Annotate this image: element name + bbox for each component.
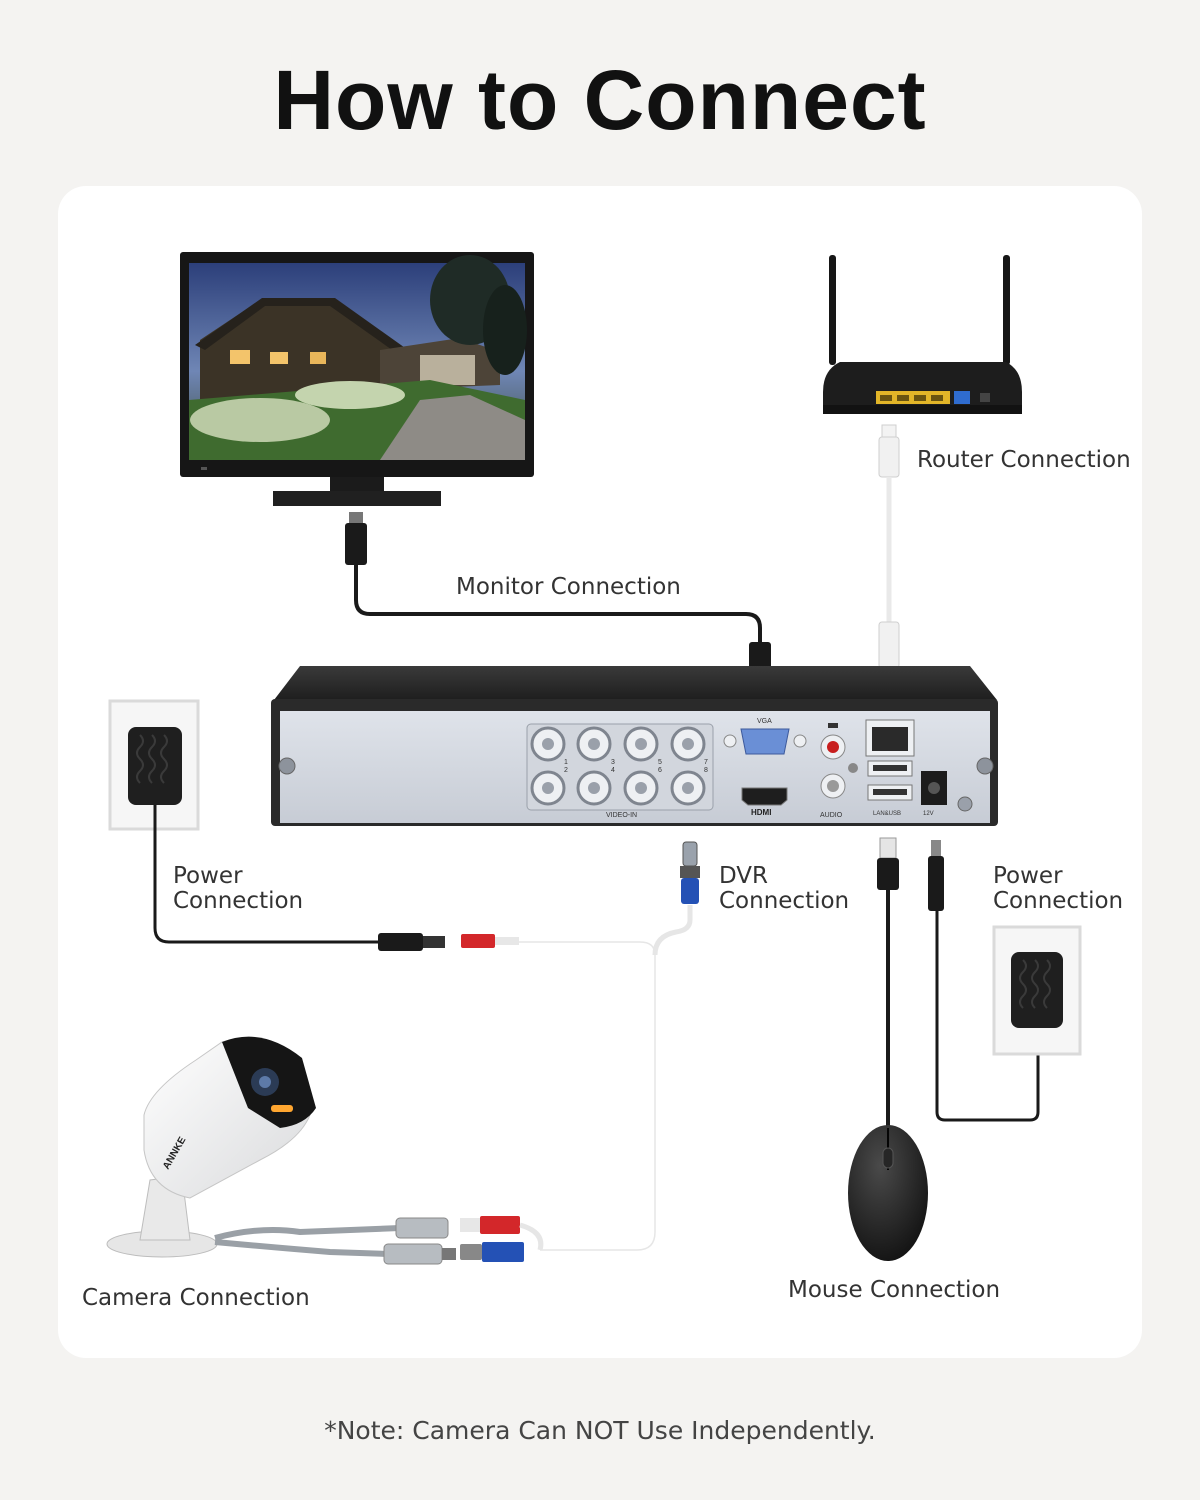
mouse-connection-label: Mouse Connection	[788, 1277, 1001, 1303]
power-adapter-left-icon	[108, 699, 445, 951]
monitor-icon	[180, 252, 534, 506]
power-adapter-right-icon	[928, 840, 1082, 1122]
ethernet-cable	[878, 424, 900, 683]
power-connection-left-label: Power Connection	[173, 864, 303, 914]
power-port-label: 12V	[923, 811, 934, 817]
router-connection-label: Router Connection	[917, 447, 1131, 473]
camera-icon: ANNKE	[106, 1036, 544, 1265]
channel-number: 2	[564, 767, 568, 774]
channel-number: 5	[658, 759, 662, 766]
hdmi-label: HDMI	[751, 808, 771, 817]
monitor-connection-label: Monitor Connection	[456, 574, 681, 600]
router-icon	[823, 255, 1022, 414]
power-right-line2: Connection	[993, 888, 1124, 914]
vga-label: VGA	[757, 718, 772, 725]
lan-usb-label: LAN&USB	[873, 811, 901, 817]
power-right-line1: Power	[993, 863, 1063, 889]
page-title: How to Connect	[273, 53, 927, 147]
channel-number: 1	[564, 759, 568, 766]
camera-connection-label: Camera Connection	[82, 1285, 310, 1311]
dvr-connection-label: DVR Connection	[719, 864, 849, 914]
channel-number: 8	[704, 767, 708, 774]
channel-number: 3	[611, 759, 615, 766]
power-connection-right-label: Power Connection	[993, 864, 1123, 914]
power-left-line1: Power	[173, 863, 243, 889]
power-left-line2: Connection	[173, 888, 304, 914]
dvr-line1: DVR	[719, 863, 769, 889]
channel-number: 4	[611, 767, 615, 774]
hdmi-cable	[345, 512, 771, 690]
dvr-line2: Connection	[719, 888, 850, 914]
channel-number: 6	[658, 767, 662, 774]
channel-number: 7	[704, 759, 708, 766]
mouse-icon	[848, 837, 928, 1261]
footnote: *Note: Camera Can NOT Use Independently.	[324, 1416, 876, 1445]
dvr-recorder: 1 2 3 4 5 6 7 8 VIDEO-IN VGA HDMI AUDIO	[271, 666, 998, 826]
camera-cable-bundle	[461, 841, 700, 1253]
audio-label: AUDIO	[820, 812, 843, 819]
video-in-label: VIDEO-IN	[606, 812, 637, 819]
